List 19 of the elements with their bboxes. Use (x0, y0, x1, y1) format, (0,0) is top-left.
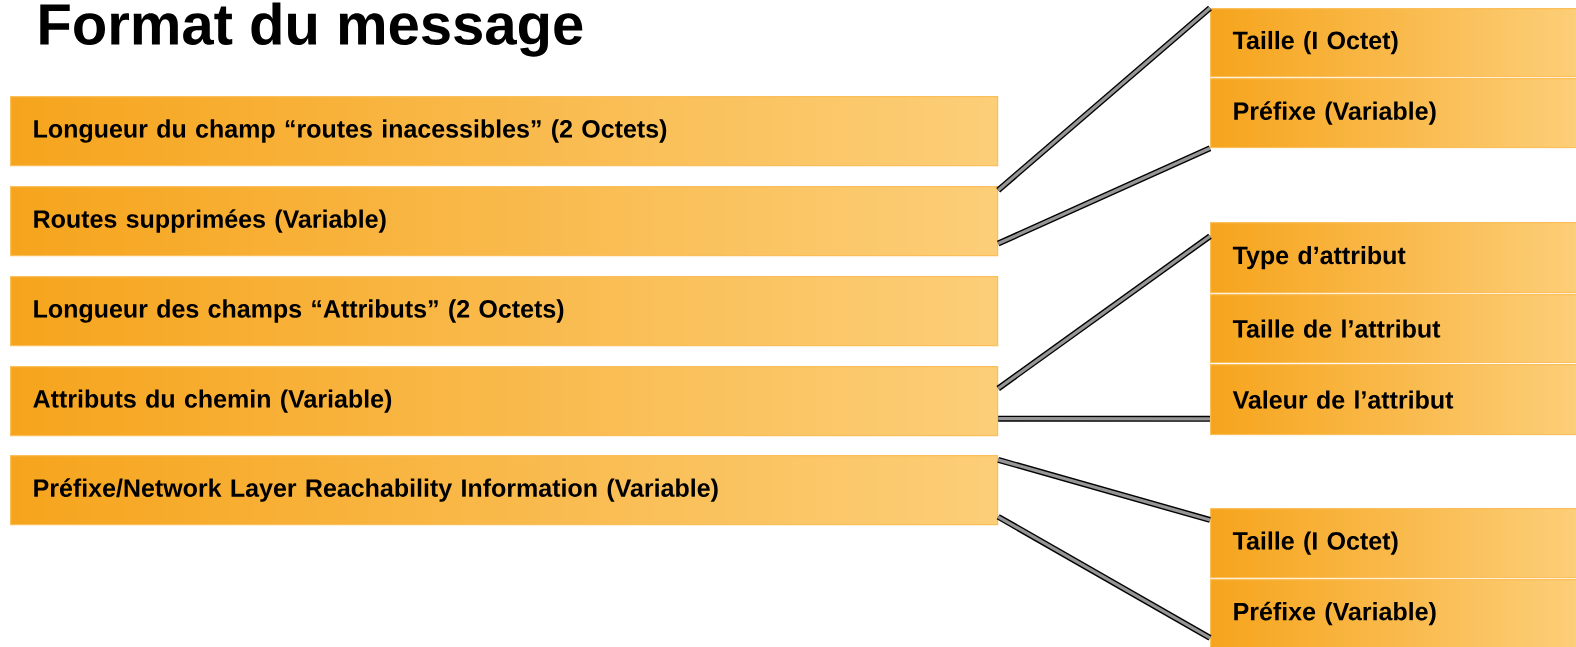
field-box: Attributs du chemin (Variable) (10, 366, 999, 437)
field-box: Valeur de l’attribut (1210, 364, 1576, 436)
field-box: Routes supprimées (Variable) (10, 186, 999, 257)
connector-line (996, 5, 1212, 193)
connector-line (996, 233, 1212, 391)
field-box: Type d’attribut (1210, 222, 1576, 294)
connector-line (997, 457, 1211, 523)
field-box: Longueur des champs “Attributs” (2 Octets) (10, 276, 999, 347)
field-box: Taille de l’attribut (1210, 294, 1576, 364)
field-box: Préfixe (Variable) (1210, 78, 1576, 149)
field-box: Taille (I Octet) (1210, 508, 1576, 579)
connector-line (998, 415, 1210, 422)
field-box: Longueur du champ “routes inacessibles” (2 Octets) (10, 96, 999, 167)
field-box: Préfixe (Variable) (1210, 579, 1576, 647)
field-box: Taille (I Octet) (1210, 8, 1576, 78)
connector-line (996, 145, 1212, 247)
field-box: Préfixe/Network Layer Reachability Information (Variable) (10, 454, 999, 526)
connector-line (996, 514, 1212, 641)
title: Format du message (40, 2, 583, 57)
